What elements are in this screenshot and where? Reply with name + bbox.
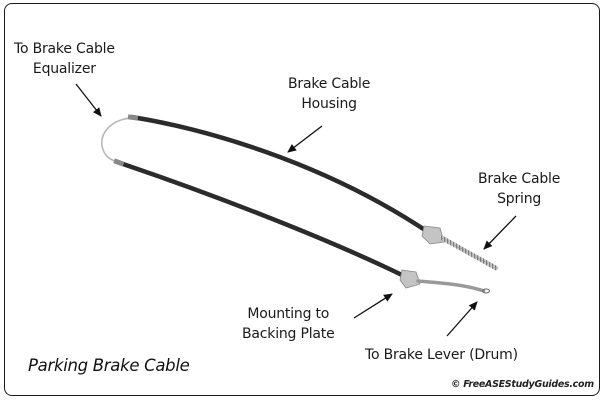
lower-cable-spring	[416, 279, 486, 293]
label-housing: Brake Cable Housing	[288, 76, 371, 112]
diagram-title: Parking Brake Cable	[28, 356, 190, 375]
lower-cable-end-eyelet	[482, 288, 490, 294]
label-lever: To Brake Lever (Drum)	[365, 347, 518, 363]
upper-mount-fitting	[421, 225, 445, 245]
arrow-equalizer	[75, 83, 102, 117]
upper-cable-housing	[129, 114, 431, 235]
lower-end-ferrule	[113, 158, 125, 167]
arrow-spring	[483, 215, 517, 250]
lower-mount-fitting	[399, 269, 421, 289]
arrow-housing	[287, 125, 323, 153]
equalizer-steel-cable	[101, 117, 131, 163]
arrow-mounting	[353, 293, 393, 319]
label-mounting: Mounting to Backing Plate	[242, 306, 335, 342]
diagram-frame	[4, 3, 600, 396]
arrow-lever	[446, 301, 478, 337]
lower-cable-housing	[117, 160, 407, 279]
label-equalizer: To Brake Cable Equalizer	[14, 41, 115, 77]
copyright-credit: © FreeASEStudyGuides.com	[451, 379, 594, 390]
label-spring: Brake Cable Spring	[478, 171, 561, 207]
upper-end-ferrule	[127, 114, 139, 121]
